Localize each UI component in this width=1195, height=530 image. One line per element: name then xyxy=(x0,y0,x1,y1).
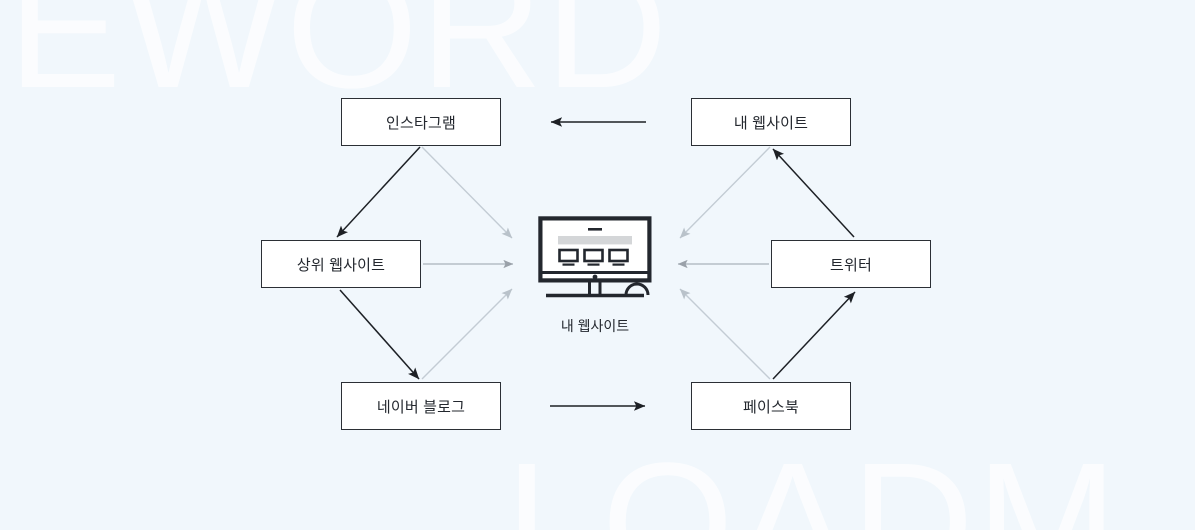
edge-facebook-to-twitter xyxy=(772,291,856,380)
node-instagram[interactable]: 인스타그램 xyxy=(341,98,501,146)
edge-twitter-to-mysite xyxy=(772,148,855,238)
edge-instagram-to-center xyxy=(421,146,513,239)
node-twitter[interactable]: 트위터 xyxy=(771,240,931,288)
node-facebook-label: 페이스북 xyxy=(742,398,799,416)
node-naver-blog[interactable]: 네이버 블로그 xyxy=(341,382,501,430)
node-naver-blog-label: 네이버 블로그 xyxy=(376,398,466,416)
edge-upper-to-naver xyxy=(339,289,420,380)
desktop-monitor-icon xyxy=(538,216,652,298)
edge-instagram-to-upper xyxy=(336,146,421,238)
node-my-website[interactable]: 내 웹사이트 xyxy=(691,98,851,146)
node-upper-website[interactable]: 상위 웹사이트 xyxy=(261,240,421,288)
node-my-website-label: 내 웹사이트 xyxy=(733,114,809,132)
node-twitter-label: 트위터 xyxy=(829,256,872,274)
edge-facebook-to-center xyxy=(679,288,771,380)
node-upper-website-label: 상위 웹사이트 xyxy=(296,256,386,274)
edge-naver-to-center xyxy=(421,288,513,380)
edge-mysite-to-center xyxy=(679,146,771,239)
monitor-caption: 내 웹사이트 xyxy=(560,318,630,334)
node-facebook[interactable]: 페이스북 xyxy=(691,382,851,430)
node-instagram-label: 인스타그램 xyxy=(385,114,456,132)
